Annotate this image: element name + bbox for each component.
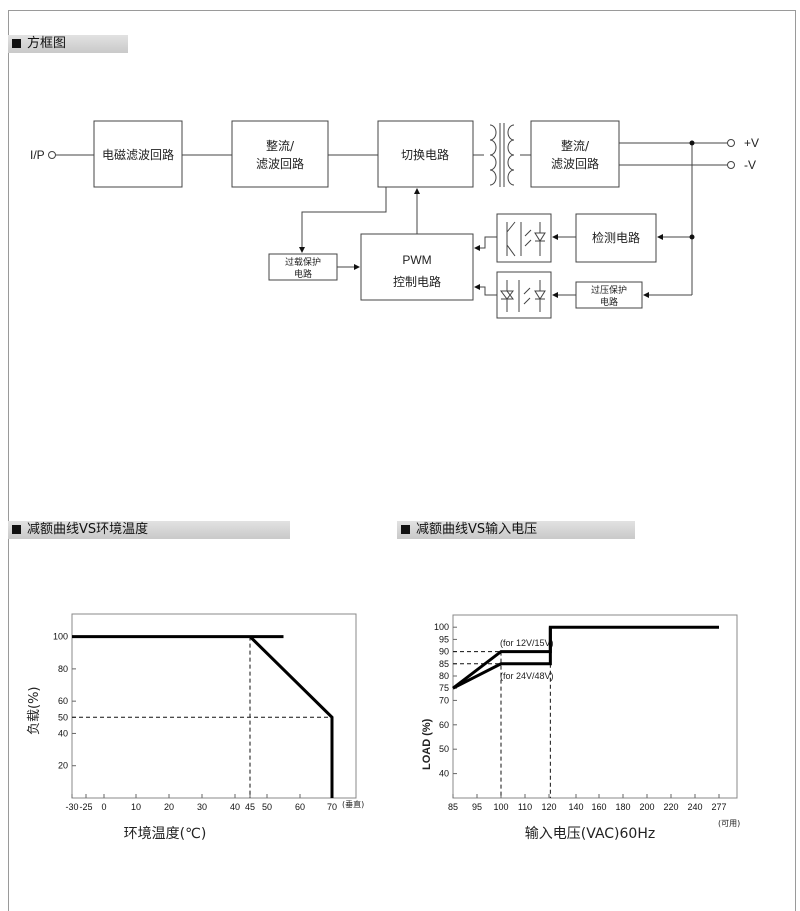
- square-bullet-icon: [401, 525, 410, 534]
- x-tick-label: 20: [164, 802, 174, 812]
- x-tick-label: 50: [262, 802, 272, 812]
- x-axis-title: 环境温度(℃): [124, 826, 207, 842]
- section-header-derating-voltage: 减额曲线VS输入电压: [397, 521, 635, 539]
- y-tick-label: 90: [439, 647, 449, 657]
- x-tick-label: 110: [518, 802, 532, 812]
- y-tick-label: 20: [58, 761, 68, 771]
- x-tick-label: 240: [687, 802, 702, 812]
- ovp-label-1: 过压保护: [591, 284, 627, 296]
- y-tick-label: 100: [434, 622, 449, 632]
- switching-box: [377, 120, 474, 188]
- square-bullet-icon: [12, 39, 21, 48]
- section-title: 方框图: [27, 36, 67, 51]
- block-diagram: I/P 电磁滤波回路 整流/ 滤波回路 切换电路 整流/ 滤波回路 +V -V …: [30, 120, 759, 319]
- series-line-derating: [248, 635, 334, 798]
- x-tick-label: 0: [101, 802, 106, 812]
- negative-terminal: [727, 161, 735, 169]
- x-tick-label: -30: [65, 802, 78, 812]
- y-axis-title: 负载(%): [27, 687, 42, 736]
- emi-filter-label: 电磁滤波回路: [102, 147, 174, 162]
- rectifier-in-label-2: 滤波回路: [256, 156, 304, 171]
- positive-terminal: [727, 139, 735, 147]
- x-tick-label: 10: [131, 802, 141, 812]
- y-tick-label: 70: [439, 695, 449, 705]
- pwm-label-2: 控制电路: [393, 274, 441, 289]
- y-tick-label: 80: [58, 664, 68, 674]
- y-tick-label: 50: [58, 712, 68, 722]
- y-tick-label: 100: [53, 632, 68, 642]
- x-axis-note: (可用): [718, 819, 740, 828]
- y-tick-label: 80: [439, 671, 449, 681]
- positive-output-label: +V: [744, 136, 759, 150]
- negative-output-label: -V: [744, 158, 756, 172]
- x-axis-title: 输入电压(VAC)60Hz: [525, 826, 655, 842]
- series-label-24v-48v: (for 24V/48V): [500, 671, 554, 681]
- section-header-derating-temp: 减额曲线VS环境温度: [8, 521, 290, 539]
- pwm-label-1: PWM: [402, 253, 431, 267]
- x-tick-label: 160: [591, 802, 606, 812]
- y-tick-label: 75: [439, 683, 449, 693]
- x-tick-label: 60: [295, 802, 305, 812]
- x-tick-label: 180: [615, 802, 630, 812]
- x-tick-label: 200: [639, 802, 654, 812]
- rectifier-out-label-2: 滤波回路: [551, 156, 599, 171]
- emi-filter-box: [93, 120, 183, 188]
- series-line-for-24v-48v: [452, 627, 552, 690]
- optocoupler-1-icon: [496, 213, 552, 263]
- rectifier-in-box: [231, 120, 329, 188]
- rectifier-out-box: [530, 120, 620, 188]
- x-tick-label: 45: [245, 802, 255, 812]
- derating-temperature-chart: 环境温度(℃) 负载(%) (垂直) -30-25 0 10 20 30 40 45 50 60…: [27, 613, 364, 842]
- detection-box: [575, 213, 657, 263]
- plot-area: [452, 614, 738, 799]
- input-terminal: [48, 151, 56, 159]
- x-tick-label: -25: [79, 802, 92, 812]
- plot-area: [71, 613, 357, 799]
- transformer-icon: [473, 123, 531, 187]
- x-tick-label: 85: [448, 802, 458, 812]
- olp-label-2: 电路: [294, 268, 312, 280]
- y-axis-title: LOAD (%): [421, 718, 433, 770]
- ovp-label-2: 电路: [600, 296, 618, 308]
- x-tick-label: 220: [663, 802, 678, 812]
- optocoupler-2-icon: [496, 271, 552, 319]
- page-frame: [8, 10, 796, 911]
- x-tick-label: 277: [711, 802, 726, 812]
- y-tick-label: 60: [439, 720, 449, 730]
- derating-voltage-chart: 输入电压(VAC)60Hz LOAD (%) (可用) (for 12V/15V…: [421, 614, 740, 842]
- y-tick-label: 40: [58, 728, 68, 738]
- switching-label: 切换电路: [401, 147, 449, 162]
- input-label: I/P: [30, 148, 45, 162]
- square-bullet-icon: [12, 525, 21, 534]
- detection-label: 检测电路: [592, 230, 640, 245]
- rectifier-in-label-1: 整流/: [266, 138, 295, 153]
- y-tick-label: 60: [58, 696, 68, 706]
- x-axis-note: (垂直): [342, 799, 364, 809]
- series-label-12v-15v: (for 12V/15V): [500, 638, 554, 648]
- x-tick-label: 30: [197, 802, 207, 812]
- series-line-for-12v-15v: [452, 625, 719, 690]
- y-tick-label: 95: [439, 634, 449, 644]
- rectifier-out-label-1: 整流/: [561, 138, 590, 153]
- x-tick-label: 120: [541, 802, 556, 812]
- y-tick-label: 85: [439, 659, 449, 669]
- x-tick-label: 70: [327, 802, 337, 812]
- x-tick-label: 95: [472, 802, 482, 812]
- x-tick-label: 140: [568, 802, 583, 812]
- section-header-block-diagram: 方框图: [8, 35, 128, 53]
- y-tick-label: 50: [439, 744, 449, 754]
- x-tick-label: 40: [230, 802, 240, 812]
- x-tick-label: 100: [493, 802, 508, 812]
- junction-dot: [689, 234, 695, 240]
- junction-dot: [689, 140, 695, 146]
- olp-label-1: 过载保护: [285, 256, 321, 268]
- section-title: 减额曲线VS环境温度: [27, 522, 149, 537]
- section-title: 减额曲线VS输入电压: [416, 522, 538, 537]
- y-tick-label: 40: [439, 769, 449, 779]
